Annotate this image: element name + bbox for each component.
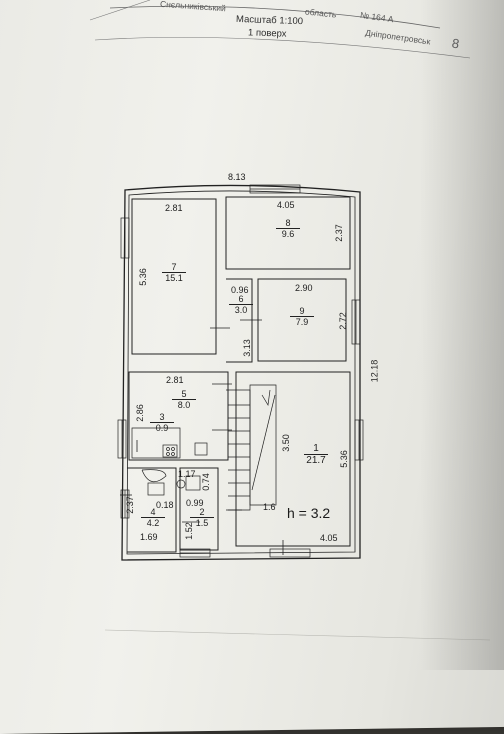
dim-2-37-right: 2.37	[333, 224, 344, 242]
dim-1-17: 1.17	[178, 469, 196, 479]
dim-1-69: 1.69	[140, 532, 158, 542]
room-2-area: 1.5	[195, 518, 209, 528]
room-7-area: 15.1	[165, 273, 183, 283]
room-6-number: 6	[229, 294, 253, 305]
room-1-walls	[235, 371, 351, 547]
room-8-number: 8	[276, 218, 300, 229]
dim-5-36-left: 5.36	[137, 268, 148, 286]
staircase	[226, 384, 277, 511]
windows	[117, 184, 364, 558]
dim-12-18: 12.18	[369, 359, 380, 383]
room-8-walls	[225, 196, 351, 270]
room-7-number: 7	[162, 262, 186, 273]
room-3-area: 0.9	[155, 423, 169, 433]
dim-2-72: 2.72	[337, 312, 348, 330]
dim-0-18: 0.18	[156, 500, 174, 510]
fixtures	[141, 442, 208, 496]
dim-0-74: 0.74	[200, 473, 211, 491]
room-5-walls	[128, 371, 229, 461]
dim-5-36-right: 5.36	[338, 450, 349, 468]
outer-wall	[121, 184, 361, 561]
dim-2-81-top: 2.81	[165, 203, 183, 213]
room-5-number: 5	[172, 389, 196, 400]
dim-total-width: 8.13	[228, 172, 246, 182]
room-7: 7 15.1	[162, 262, 186, 283]
room-3: 3 0.9	[150, 412, 174, 433]
floor-plan	[117, 184, 364, 561]
room-9: 9 7.9	[290, 306, 314, 327]
room-7-walls	[131, 198, 217, 355]
room-4: 4 4.2	[141, 507, 165, 528]
room-2-number: 2	[190, 507, 214, 518]
ceiling-height: h = 3.2	[287, 505, 331, 521]
room-4-walls	[127, 467, 177, 553]
room-8: 8 9.6	[276, 218, 300, 239]
room-6-area: 3.0	[234, 305, 248, 315]
room-5-area: 8.0	[177, 400, 191, 410]
dim-2-90: 2.90	[295, 283, 313, 293]
header-lines	[89, 0, 491, 641]
dim-3-13: 3.13	[241, 339, 252, 357]
room-9-number: 9	[290, 306, 314, 317]
room-1-number: 1	[304, 443, 328, 455]
dim-4-05-top: 4.05	[277, 200, 295, 210]
room-1-area: 21.7	[306, 455, 326, 466]
room-3-number: 3	[150, 412, 174, 423]
dim-4-05-bottom: 4.05	[320, 533, 338, 543]
room-2: 2 1.5	[190, 507, 214, 528]
dim-0-96: 0.96	[231, 285, 249, 295]
room-9-area: 7.9	[295, 317, 309, 327]
dim-1-6: 1.6	[263, 502, 276, 512]
dim-3-50: 3.50	[280, 434, 291, 452]
dim-2-81-mid: 2.81	[166, 375, 184, 385]
room-8-area: 9.6	[281, 229, 295, 239]
dim-0-99: 0.99	[186, 498, 204, 508]
room-6: 6 3.0	[229, 294, 253, 315]
dim-2-37-left: 2.37	[124, 496, 135, 514]
room-1: 1 21.7	[304, 443, 328, 466]
room-4-area: 4.2	[146, 518, 160, 528]
room-5: 5 8.0	[172, 389, 196, 410]
room-4-number: 4	[141, 507, 165, 518]
room-2-walls	[179, 467, 219, 551]
dim-2-86: 2.86	[134, 404, 145, 422]
